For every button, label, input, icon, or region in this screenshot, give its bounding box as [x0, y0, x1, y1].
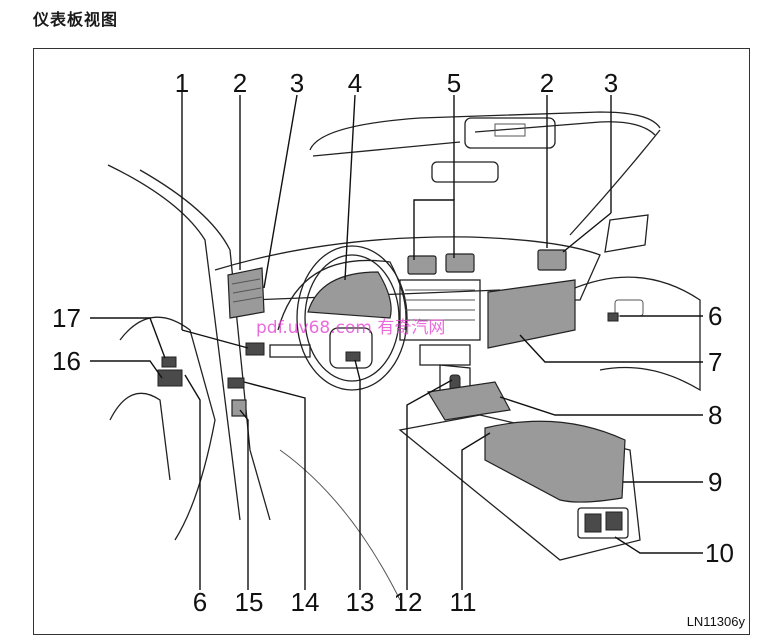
overhead-console: [464, 117, 556, 149]
rear-vent-right: [605, 511, 623, 531]
callout-15: 15: [235, 587, 264, 617]
air-vent-left: [227, 267, 265, 319]
steering-wheel-hub: [329, 327, 373, 369]
callout-1: 1: [175, 68, 189, 98]
sun-visor-left: [312, 121, 656, 157]
air-vent-center-right: [445, 253, 475, 273]
rear-vent-housing: [577, 507, 629, 539]
door-armrest-left: [109, 392, 171, 481]
door-panel-left: [119, 316, 216, 541]
air-vent-right: [537, 249, 567, 271]
watermark-text: pdf.uv68.com 有奇汽网: [256, 318, 445, 338]
rear-vent-left: [584, 513, 602, 533]
fuel-door-opener: [231, 399, 247, 417]
window-lock-switch: [161, 356, 177, 368]
callout-17: 17: [52, 303, 81, 333]
dashboard-top: [214, 236, 601, 301]
callout-2-left: 2: [233, 68, 247, 98]
leader-1b: [181, 329, 249, 349]
callout-12: 12: [394, 587, 423, 617]
door-panel-right: [569, 276, 701, 392]
leader-5: [413, 199, 455, 260]
power-window-switches: [157, 369, 183, 387]
windshield-frame: [309, 111, 661, 151]
climate-controls: [419, 344, 471, 366]
leader-11: [461, 432, 491, 590]
callout-14: 14: [291, 587, 320, 617]
armrest-console-box: [484, 420, 626, 503]
leader-13: [354, 359, 361, 590]
callout-2-right: 2: [540, 68, 554, 98]
console-compartment: [427, 381, 511, 421]
figure-frame: [33, 48, 750, 635]
side-mirror-right: [604, 214, 649, 253]
callout-6-right: 6: [708, 301, 722, 331]
leader-16: [90, 360, 163, 379]
instrument-panel-switch: [245, 342, 265, 356]
a-pillar-right: [569, 129, 661, 236]
switch-panel-left: [269, 344, 311, 358]
center-console: [398, 414, 641, 561]
steering-wheel-rim: [296, 245, 408, 391]
door-frame-left: [107, 164, 241, 521]
page-title: 仪表板视图: [33, 10, 119, 29]
callout-3-left: 3: [290, 68, 304, 98]
overhead-lamp: [494, 123, 526, 137]
callout-5: 5: [447, 68, 461, 98]
floor-line: [279, 449, 401, 601]
leader-10: [614, 536, 703, 554]
vent-slats-left: [231, 278, 263, 303]
door-handle-right: [614, 299, 644, 317]
leader-4: [344, 94, 356, 281]
rearview-mirror: [431, 161, 499, 183]
callout-9: 9: [708, 467, 722, 497]
glove-box: [487, 279, 576, 349]
leader-14: [243, 381, 306, 590]
door-switch-right: [607, 312, 619, 322]
callout-13: 13: [346, 587, 375, 617]
audio-panel-lines: [405, 289, 475, 321]
callout-6-bottom: 6: [193, 587, 207, 617]
gauge-cluster: [307, 271, 392, 319]
leader-6-left: [184, 374, 201, 590]
callout-4: 4: [348, 68, 362, 98]
leader-7: [519, 334, 703, 363]
a-pillar-left: [139, 169, 271, 521]
leader-15: [239, 409, 249, 590]
steering-wheel-inner: [304, 254, 400, 382]
leader-3-left: [263, 94, 298, 289]
leader-12: [406, 379, 453, 590]
callout-7: 7: [708, 347, 722, 377]
steering-lock-lever: [345, 351, 361, 362]
callout-10: 10: [705, 538, 734, 568]
figure-code: LN11306y: [687, 614, 746, 629]
instrument-cluster-hood: [277, 259, 407, 331]
leader-8: [499, 396, 703, 416]
callout-11: 11: [450, 587, 477, 617]
leader-lines: [90, 92, 703, 590]
hood-release-lever: [227, 377, 245, 389]
callout-8: 8: [708, 400, 722, 430]
audio-panel: [399, 279, 481, 341]
air-vent-center-left: [407, 255, 437, 275]
leader-3-right-b: [562, 212, 612, 253]
callout-3-right: 3: [604, 68, 618, 98]
callout-16: 16: [52, 346, 81, 376]
leader-17: [90, 317, 166, 359]
